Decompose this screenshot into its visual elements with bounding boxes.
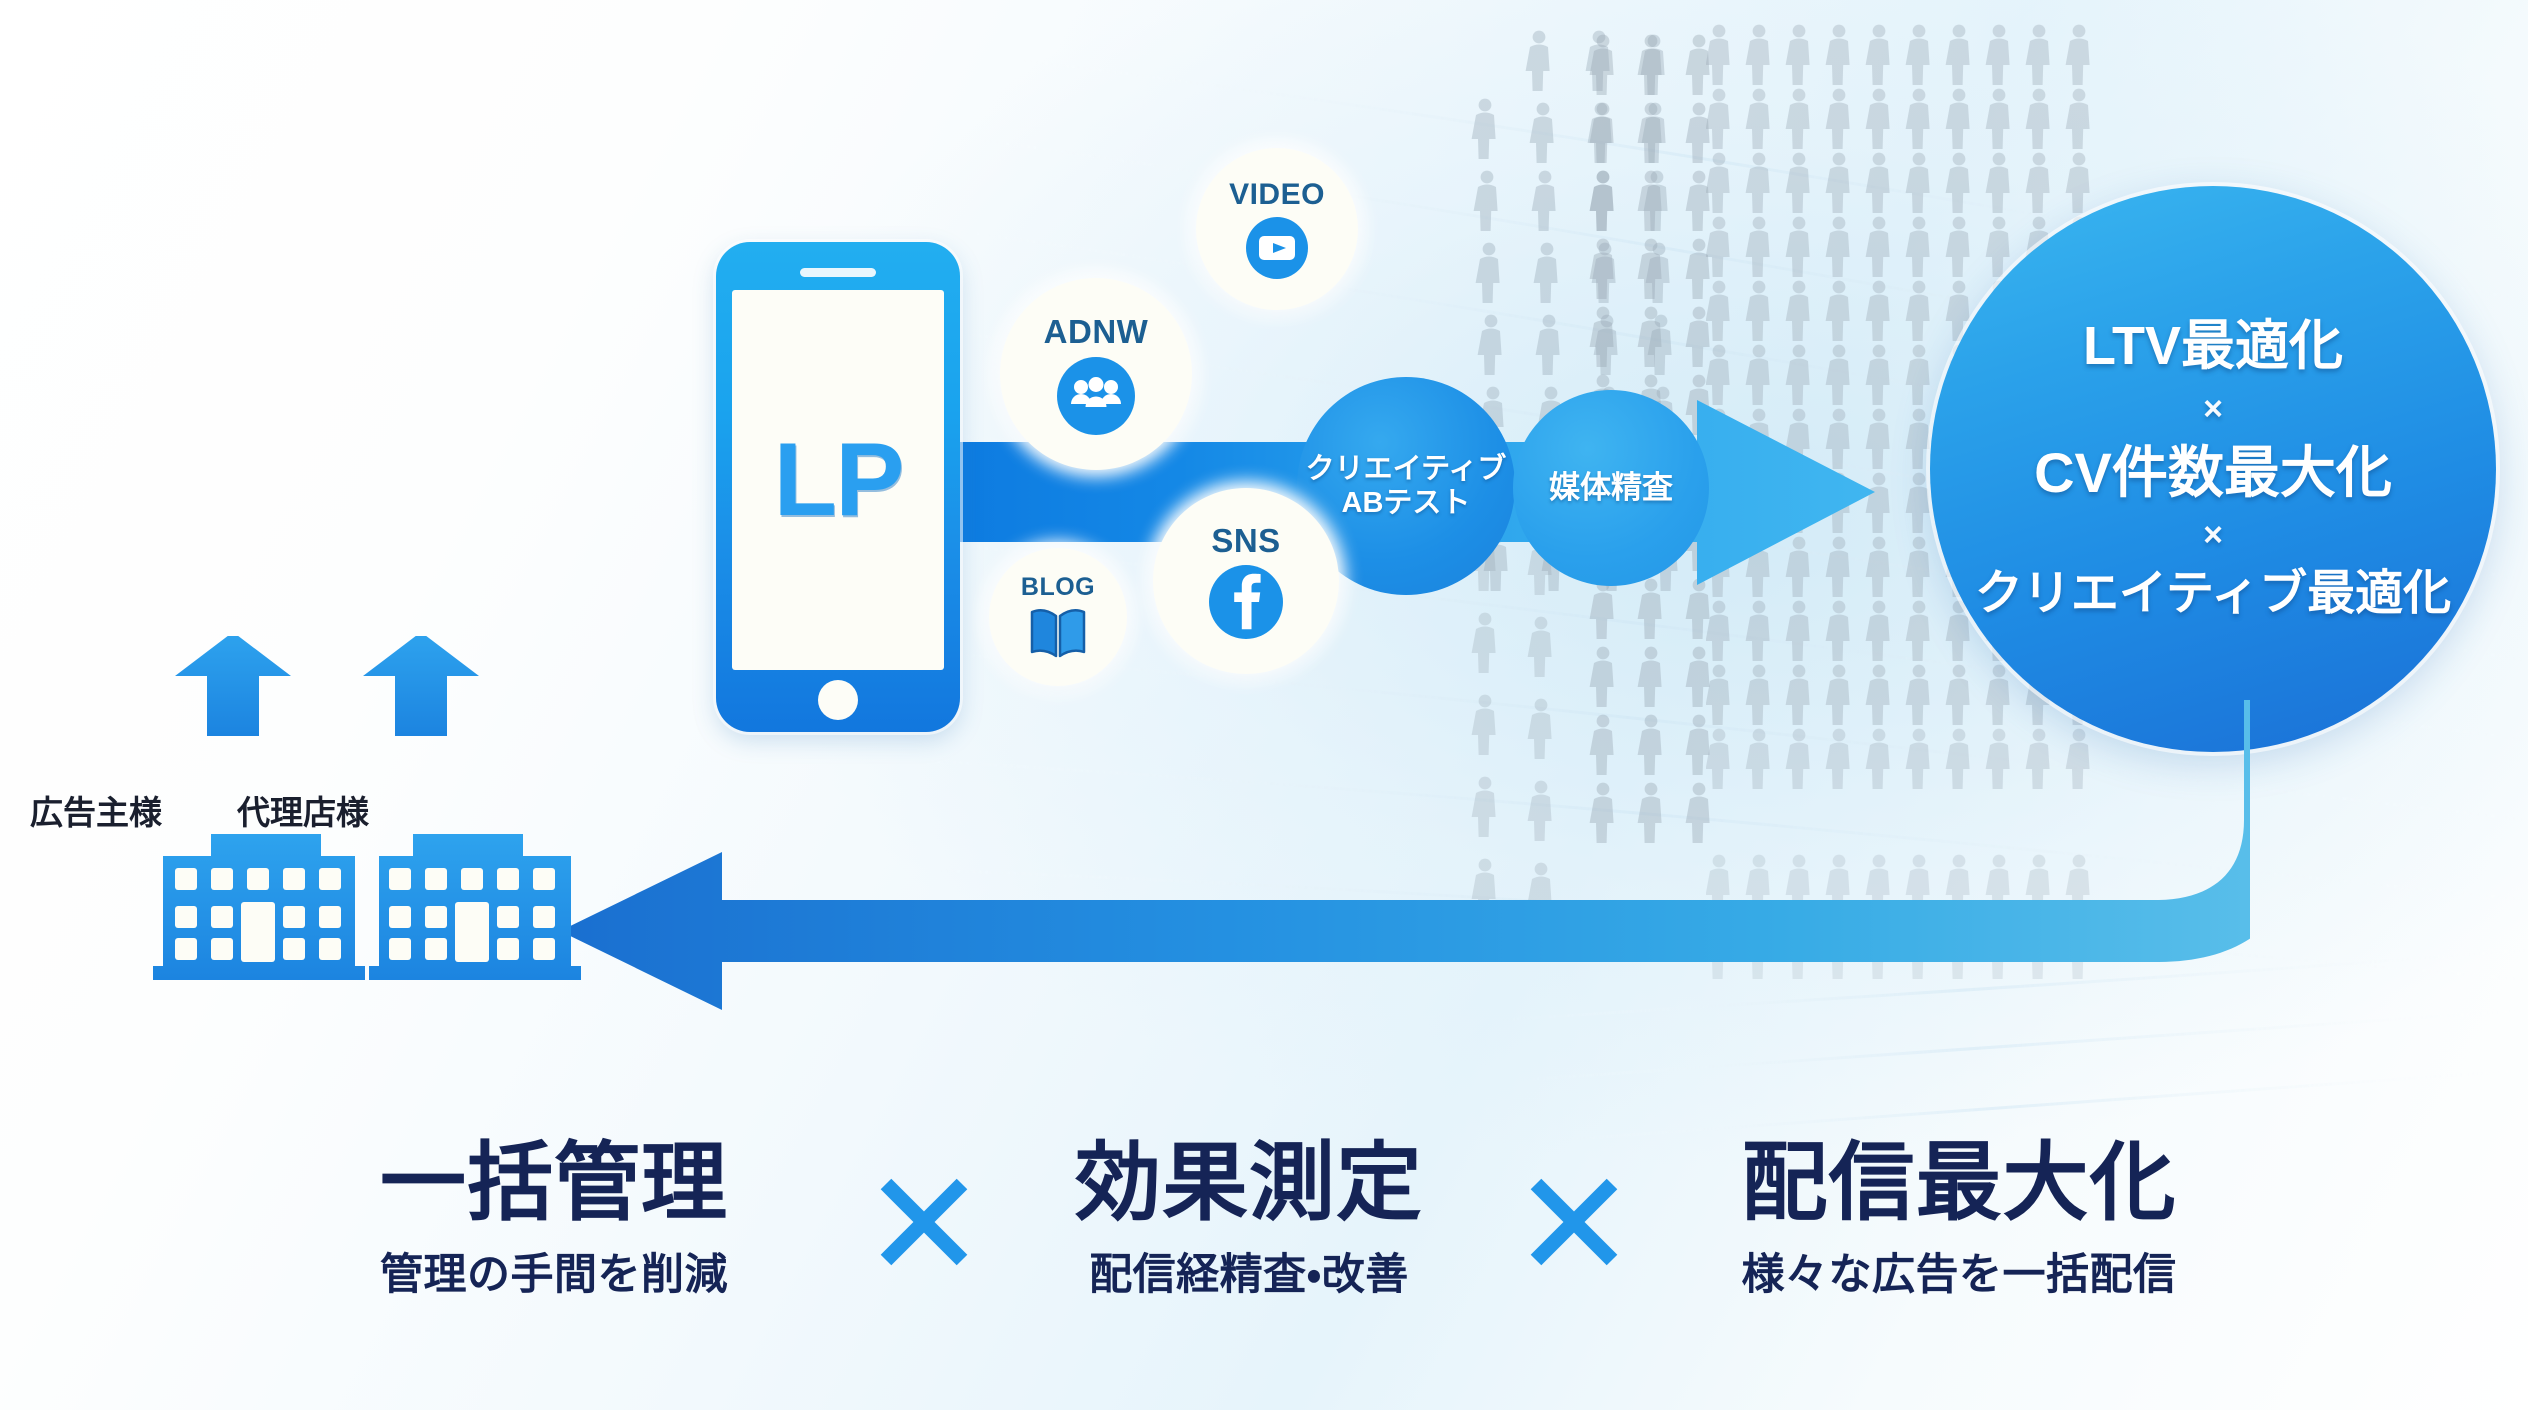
pillar-delivery-maximization: 配信最大化 様々な広告を一括配信 xyxy=(1639,1135,2279,1302)
phone-home-button-icon xyxy=(818,680,858,720)
channel-adnw[interactable]: ADNW xyxy=(1000,278,1192,470)
result-line-3: クリエイティブ最適化 xyxy=(1974,567,2452,621)
landing-page-phone[interactable]: LP xyxy=(716,242,960,732)
pillar-title: 一括管理 xyxy=(380,1135,728,1231)
pillar-separator-1 xyxy=(859,1140,989,1270)
channel-blog-label: BLOG xyxy=(1020,573,1096,601)
channel-video[interactable]: VIDEO xyxy=(1196,148,1358,310)
client-label-agency: 代理店様 xyxy=(237,794,369,831)
pillar-subtitle: 管理の手間を削減 xyxy=(380,1250,728,1299)
channel-sns-label: SNS xyxy=(1211,522,1281,559)
result-separator-1: × xyxy=(2203,389,2223,428)
value-pillars: 一括管理 管理の手間を削減 効果測定 配信経精査・改善 xyxy=(0,1135,2528,1380)
client-label-advertiser: 広告主様 xyxy=(30,794,162,831)
lp-label: LP xyxy=(773,421,905,538)
ab-test-label-line2: ABテスト xyxy=(1341,487,1471,519)
process-bubble-media-review[interactable]: 媒体精査 xyxy=(1513,390,1709,586)
result-separator-2: × xyxy=(2203,516,2223,555)
channel-video-label: VIDEO xyxy=(1229,178,1325,211)
phone-speaker-icon xyxy=(800,268,876,277)
facebook-f-icon xyxy=(1208,564,1284,640)
pillar-subtitle: 様々な広告を一括配信 xyxy=(1741,1250,2177,1299)
client-group xyxy=(145,632,585,1036)
up-arrow-icon xyxy=(175,632,479,736)
phone-screen: LP xyxy=(732,290,944,670)
pillar-title: 効果測定 xyxy=(1075,1135,1423,1231)
pillar-effect-measurement: 効果測定 配信経精査・改善 xyxy=(989,1135,1509,1302)
office-building-icon xyxy=(153,834,365,980)
cross-icon xyxy=(1530,1178,1618,1266)
result-circle[interactable]: LTV最適化 × CV件数最大化 × クリエイティブ最適化 xyxy=(1930,186,2496,752)
pillar-title: 配信最大化 xyxy=(1741,1135,2177,1231)
return-flow-arrow xyxy=(560,700,2250,1010)
ab-test-label-line1: クリエイティブ xyxy=(1305,452,1507,485)
channel-sns[interactable]: SNS xyxy=(1153,488,1339,674)
office-building-icon xyxy=(369,834,581,980)
media-review-label: 媒体精査 xyxy=(1549,469,1673,505)
channel-adnw-label: ADNW xyxy=(1043,312,1149,350)
cross-icon xyxy=(880,1178,968,1266)
play-video-icon xyxy=(1245,216,1309,280)
pillar-batch-management: 一括管理 管理の手間を削減 xyxy=(249,1135,859,1302)
open-book-icon xyxy=(1028,605,1088,661)
channel-blog[interactable]: BLOG xyxy=(989,548,1127,686)
pillar-subtitle: 配信経精査・改善 xyxy=(1089,1250,1409,1299)
pillar-separator-2 xyxy=(1509,1140,1639,1270)
result-line-2: CV件数最大化 xyxy=(2034,440,2392,504)
result-line-1: LTV最適化 xyxy=(2083,316,2343,377)
people-group-icon xyxy=(1056,356,1136,436)
